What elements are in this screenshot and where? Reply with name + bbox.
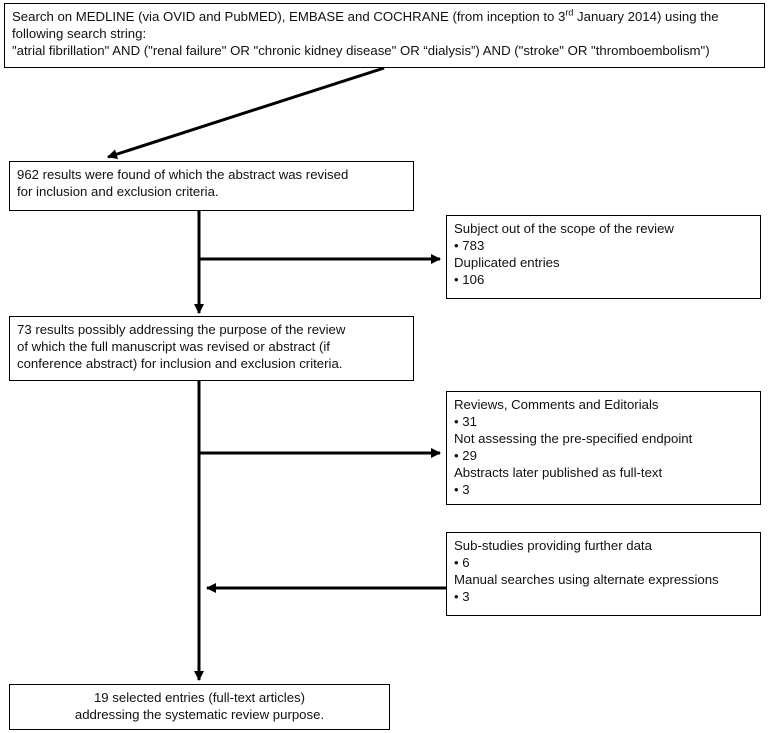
search-string: "atrial fibrillation" AND ("renal failur… xyxy=(12,43,710,58)
fulltext-box: 73 results possibly addressing the purpo… xyxy=(9,316,414,381)
fulltext-line-3: conference abstract) for inclusion and e… xyxy=(17,356,343,371)
exclusion-2-label-3: Abstracts later published as full-text xyxy=(454,465,663,480)
additions-count-1: 6 xyxy=(454,554,753,571)
search-line-2: following search string: xyxy=(12,26,147,41)
additions-label-2: Manual searches using alternate expressi… xyxy=(454,572,719,587)
final-box: 19 selected entries (full-text articles)… xyxy=(9,684,390,730)
exclusion-2-count-3: 3 xyxy=(454,481,753,498)
final-line-2: addressing the systematic review purpose… xyxy=(74,707,325,722)
exclusion-box-2: Reviews, Comments and Editorials 31 Not … xyxy=(446,391,761,505)
exclusion-2-count-1: 31 xyxy=(454,413,753,430)
exclusion-1-label-1: Subject out of the scope of the review xyxy=(454,221,674,236)
search-box: Search on MEDLINE (via OVID and PubMED),… xyxy=(4,3,765,68)
additions-count-2: 3 xyxy=(454,588,753,605)
fulltext-line-2: of which the full manuscript was revised… xyxy=(17,339,330,354)
results-line-2: for inclusion and exclusion criteria. xyxy=(17,184,219,199)
arrow-search-to-results xyxy=(107,66,385,159)
additions-box: Sub-studies providing further data 6 Man… xyxy=(446,532,761,616)
exclusion-1-count-2: 106 xyxy=(454,271,753,288)
exclusion-2-label-1: Reviews, Comments and Editorials xyxy=(454,397,659,412)
final-line-1: 19 selected entries (full-text articles) xyxy=(93,690,306,705)
additions-label-1: Sub-studies providing further data xyxy=(454,538,652,553)
fulltext-line-1: 73 results possibly addressing the purpo… xyxy=(17,322,346,337)
exclusion-2-label-2: Not assessing the pre-specified endpoint xyxy=(454,431,693,446)
exclusion-2-count-2: 29 xyxy=(454,447,753,464)
results-box: 962 results were found of which the abst… xyxy=(9,161,414,211)
exclusion-1-count-1: 783 xyxy=(454,237,753,254)
exclusion-box-1: Subject out of the scope of the review 7… xyxy=(446,215,761,299)
results-line-1: 962 results were found of which the abst… xyxy=(17,167,349,182)
exclusion-1-label-2: Duplicated entries xyxy=(454,255,560,270)
search-line-1: Search on MEDLINE (via OVID and PubMED),… xyxy=(12,7,719,24)
